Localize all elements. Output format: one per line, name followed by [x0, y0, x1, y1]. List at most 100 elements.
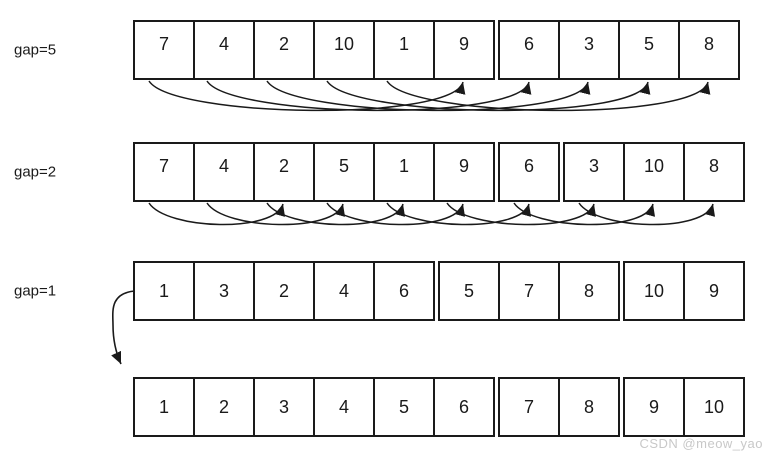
array-cell: 5	[618, 22, 678, 78]
cell-value: 7	[523, 396, 534, 417]
cell-value: 4	[338, 280, 349, 301]
array-cell: 10	[625, 263, 683, 319]
array-cell: 7	[135, 22, 193, 78]
array-cell: 3	[253, 379, 313, 435]
array-cell: 1	[373, 144, 433, 200]
cell-value: 6	[523, 33, 534, 54]
cell-value: 8	[583, 280, 594, 301]
array-cell: 8	[683, 144, 743, 200]
array-cell: 2	[253, 144, 313, 200]
gap-label-gap-1: gap=1	[14, 282, 57, 300]
gap-arc	[446, 202, 597, 226]
array-cell: 10	[623, 144, 683, 200]
cell-value: 5	[463, 280, 474, 301]
cell-value: 2	[278, 280, 289, 301]
gap-arc	[578, 202, 716, 226]
cell-value: 1	[398, 33, 409, 54]
cell-value: 9	[708, 280, 719, 301]
cell-value: 5	[643, 33, 654, 54]
cell-value: 9	[648, 396, 659, 417]
cell-value: 3	[583, 33, 594, 54]
cell-group: 7 4 2 5 1 9	[133, 142, 495, 202]
array-cell: 3	[558, 22, 618, 78]
array-cell: 2	[253, 22, 313, 78]
array-row-0: 7 4 2 10 1 9 6 3 5 8	[133, 20, 740, 80]
array-cell: 2	[193, 379, 253, 435]
cell-value: 7	[523, 280, 534, 301]
array-cell: 8	[558, 263, 618, 319]
array-cell: 9	[683, 263, 743, 319]
cell-group: 3 10 8	[563, 142, 745, 202]
watermark: CSDN @meow_yao	[639, 436, 763, 451]
array-cell: 7	[498, 263, 558, 319]
cell-value: 1	[398, 155, 409, 176]
array-cell: 1	[373, 22, 433, 78]
gap-arc	[266, 80, 591, 112]
cell-value: 3	[218, 280, 229, 301]
array-cell: 3	[565, 144, 623, 200]
cell-value: 1	[158, 396, 169, 417]
cell-value: 2	[278, 155, 289, 176]
cell-group: 6	[498, 142, 560, 202]
cell-group: 1 3 2 4 6	[133, 261, 435, 321]
array-cell: 4	[313, 263, 373, 319]
array-cell: 9	[625, 379, 683, 435]
array-cell: 2	[253, 263, 313, 319]
array-cell: 3	[193, 263, 253, 319]
gap-arc	[266, 202, 406, 226]
gap-arc	[386, 80, 711, 112]
cell-value: 10	[333, 33, 355, 54]
cell-value: 10	[703, 396, 725, 417]
cell-value: 2	[218, 396, 229, 417]
array-row-2: 1 3 2 4 6 5 7 8 10 9	[133, 261, 745, 321]
gap-label-gap-2: gap=2	[14, 163, 57, 181]
cell-value: 10	[643, 155, 665, 176]
array-cell: 9	[433, 22, 493, 78]
gap-arc	[206, 202, 346, 226]
cell-value: 4	[218, 33, 229, 54]
array-cell: 6	[433, 379, 493, 435]
cell-value: 4	[218, 155, 229, 176]
array-cell: 9	[433, 144, 493, 200]
cell-value: 8	[583, 396, 594, 417]
gap-arc	[206, 80, 532, 112]
array-cell: 6	[500, 22, 558, 78]
array-cell: 6	[500, 144, 558, 200]
cell-value: 8	[708, 155, 719, 176]
cell-group: 1 2 3 4 5 6	[133, 377, 495, 437]
array-cell: 8	[558, 379, 618, 435]
cell-value: 10	[643, 280, 665, 301]
gap-arc	[326, 80, 651, 112]
cell-group: 7 4 2 10 1 9	[133, 20, 495, 80]
gap-arc	[386, 202, 532, 226]
array-cell: 4	[193, 22, 253, 78]
gap-arc	[326, 202, 466, 226]
array-cell: 5	[373, 379, 433, 435]
transition-arrow	[111, 290, 136, 365]
array-cell: 7	[500, 379, 558, 435]
array-cell: 1	[135, 263, 193, 319]
cell-value: 8	[703, 33, 714, 54]
cell-value: 3	[278, 396, 289, 417]
cell-value: 6	[398, 280, 409, 301]
array-cell: 10	[313, 22, 373, 78]
cell-group: 9 10	[623, 377, 745, 437]
cell-value: 6	[458, 396, 469, 417]
cell-value: 7	[158, 155, 169, 176]
cell-value: 5	[398, 396, 409, 417]
array-cell: 5	[440, 263, 498, 319]
array-cell: 5	[313, 144, 373, 200]
gap-label-gap-5: gap=5	[14, 41, 57, 59]
cell-group: 10 9	[623, 261, 745, 321]
array-cell: 7	[135, 144, 193, 200]
array-cell: 8	[678, 22, 738, 78]
cell-group: 5 7 8	[438, 261, 620, 321]
cell-value: 4	[338, 396, 349, 417]
gap-arc	[148, 80, 466, 112]
cell-value: 9	[458, 33, 469, 54]
gap-arc	[513, 202, 656, 226]
